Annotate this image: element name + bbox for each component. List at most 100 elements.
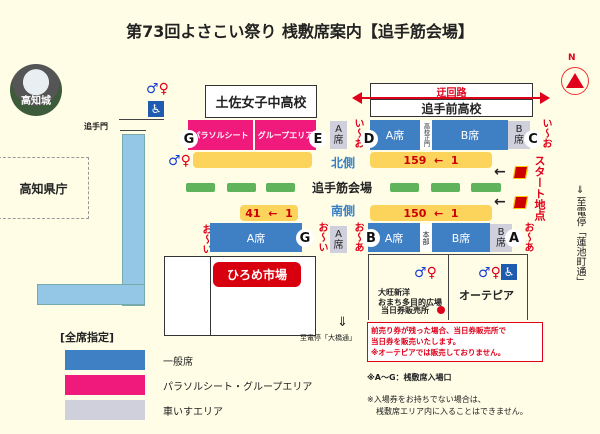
parasol-seat-area: パラソルシート — [188, 120, 253, 150]
start-flag-icon — [512, 166, 529, 179]
ticket-office-label: 当日券販売所 — [381, 306, 429, 315]
moat — [37, 284, 145, 305]
arrow-left-icon: ← — [494, 164, 506, 180]
seat-label: A席 — [385, 129, 405, 142]
road-marker — [431, 183, 460, 192]
seat-label: B席 — [460, 129, 480, 142]
group-label: グループエリア — [257, 130, 314, 140]
market-label: ひろめ市場 — [213, 262, 301, 287]
divider — [527, 254, 528, 320]
seat-label: B席 — [451, 231, 471, 245]
tram-east-label: ⇒ 至電停「蓮池町通」 — [574, 185, 585, 287]
detour-label: 迂回路 — [371, 84, 532, 100]
gate-c: C — [524, 130, 542, 148]
school-east: 迂回路 追手前高校 — [370, 83, 533, 117]
seat-a-south-left: A席 — [210, 223, 302, 252]
note-ticket: 桟敷席エリア内に入ることはできません。 — [376, 407, 528, 416]
note-entrances: ※A〜G：桟敷席入場口 — [367, 373, 452, 382]
seat-b-south: B席 — [432, 223, 490, 252]
range-label: い〜お — [540, 118, 551, 148]
toilet-icon: ♂♀ — [168, 153, 191, 169]
gate-d: D — [360, 130, 378, 148]
legend-title: [全席指定] — [60, 331, 115, 344]
plaza-label: 大旺新洋 おまち多目的広場 — [378, 288, 442, 307]
divider — [368, 254, 369, 320]
road-marker — [227, 183, 256, 192]
range-label: お〜い — [200, 224, 211, 254]
start-point-label: スタート地点 — [533, 155, 546, 221]
headquarters: 本部 — [420, 224, 432, 251]
gate-f: G — [180, 130, 198, 148]
toilet-icon: ♂♀ — [146, 81, 169, 97]
legend-swatch-parasol — [65, 375, 145, 395]
castle-label: 高知城 — [21, 95, 51, 107]
range-label: お〜あ — [522, 222, 533, 252]
wheelchair-seat-south-1: A 席 — [330, 226, 347, 253]
legend-label: 車いすエリア — [163, 407, 223, 418]
range-label: い〜お — [352, 118, 363, 148]
gate-line — [120, 130, 146, 134]
south-side-label: 南側 — [331, 204, 356, 218]
road-marker — [266, 183, 295, 192]
range-label: お〜い — [316, 222, 327, 252]
wheelchair-icon: ♿ — [148, 101, 164, 117]
ticket-notice: 前売り券が残った場合、当日券販売所で 当日券を販売いたします。 ※オーテピアでは… — [367, 322, 543, 362]
toilet-icon: ♂♀ — [478, 265, 501, 281]
legend-swatch-wheelchair — [65, 400, 145, 420]
prefecture-office-label: 高知県庁 — [19, 181, 68, 196]
arrow-left-icon — [352, 92, 362, 104]
arrow-down-icon: ⇓ — [337, 315, 348, 330]
detour-arrow — [360, 97, 542, 99]
seat-b-north: B席 — [432, 120, 508, 150]
wheelchair-seat-north-1: A 席 — [330, 121, 347, 149]
group-area: グループエリア — [255, 120, 316, 150]
north-row-right: 159 ← 1 — [370, 152, 492, 168]
north-row-left — [193, 152, 312, 168]
north-label: N — [568, 53, 576, 63]
seat-a-north: A席 — [370, 120, 420, 150]
road-marker — [186, 183, 215, 192]
notice-line: 前売り券が残った場合、当日券販売所で — [371, 326, 506, 335]
castle-photo: 高知城 — [10, 64, 62, 116]
moat — [122, 134, 145, 306]
parasol-label: パラソルシート — [192, 130, 249, 140]
school-north-label: 土佐女子中高校 — [215, 96, 307, 111]
north-side-label: 北側 — [331, 156, 356, 170]
legend-swatch-general — [65, 350, 145, 370]
south-row-right: 150 ← 1 — [370, 205, 492, 221]
divider — [210, 256, 211, 336]
prefecture-office: 高知県庁 — [0, 157, 89, 219]
gate-g: G — [296, 229, 314, 247]
seat-label: A席 — [384, 231, 404, 245]
note-ticket: ※入場券をお持ちでない場合は、 — [367, 395, 486, 404]
tram-south-label: 至電停「大橋通」 — [300, 334, 356, 342]
venue-label: 追手筋会場 — [312, 181, 373, 195]
gate-a: A — [505, 229, 523, 247]
north-arrow-icon — [561, 67, 589, 95]
library-label: オーテピア — [459, 289, 514, 302]
gate-e: E — [309, 130, 327, 148]
arrow-left-icon: ← — [494, 194, 506, 210]
seat-label: A席 — [246, 231, 266, 245]
arrow-right-icon — [540, 92, 550, 104]
divider — [448, 254, 449, 320]
road-marker — [471, 183, 501, 192]
gate-b: B — [362, 229, 380, 247]
school-north: 土佐女子中高校 — [205, 85, 317, 118]
south-row-left: 41 ← 1 — [240, 205, 298, 221]
gate-label: 追手門 — [84, 122, 108, 131]
ticket-office-marker — [437, 306, 445, 314]
legend-label: パラソルシート・グループエリア — [163, 382, 313, 393]
divider — [119, 119, 164, 120]
legend-label: 一般席 — [163, 357, 193, 368]
page-title: 第73回よさこい祭り 桟敷席案内【追手筋会場】 — [126, 22, 474, 41]
wheelchair-icon: ♿ — [501, 264, 517, 280]
notice-line: ※オーテピアでは販売しておりません。 — [371, 348, 506, 357]
range-label: お〜あ — [352, 222, 363, 252]
notice-line: 当日券を販売いたします。 — [371, 337, 461, 346]
road-marker — [390, 183, 419, 192]
school-gate: 高校正門 — [420, 121, 432, 149]
school-east-label: 追手前高校 — [421, 101, 482, 116]
divider — [368, 254, 528, 255]
